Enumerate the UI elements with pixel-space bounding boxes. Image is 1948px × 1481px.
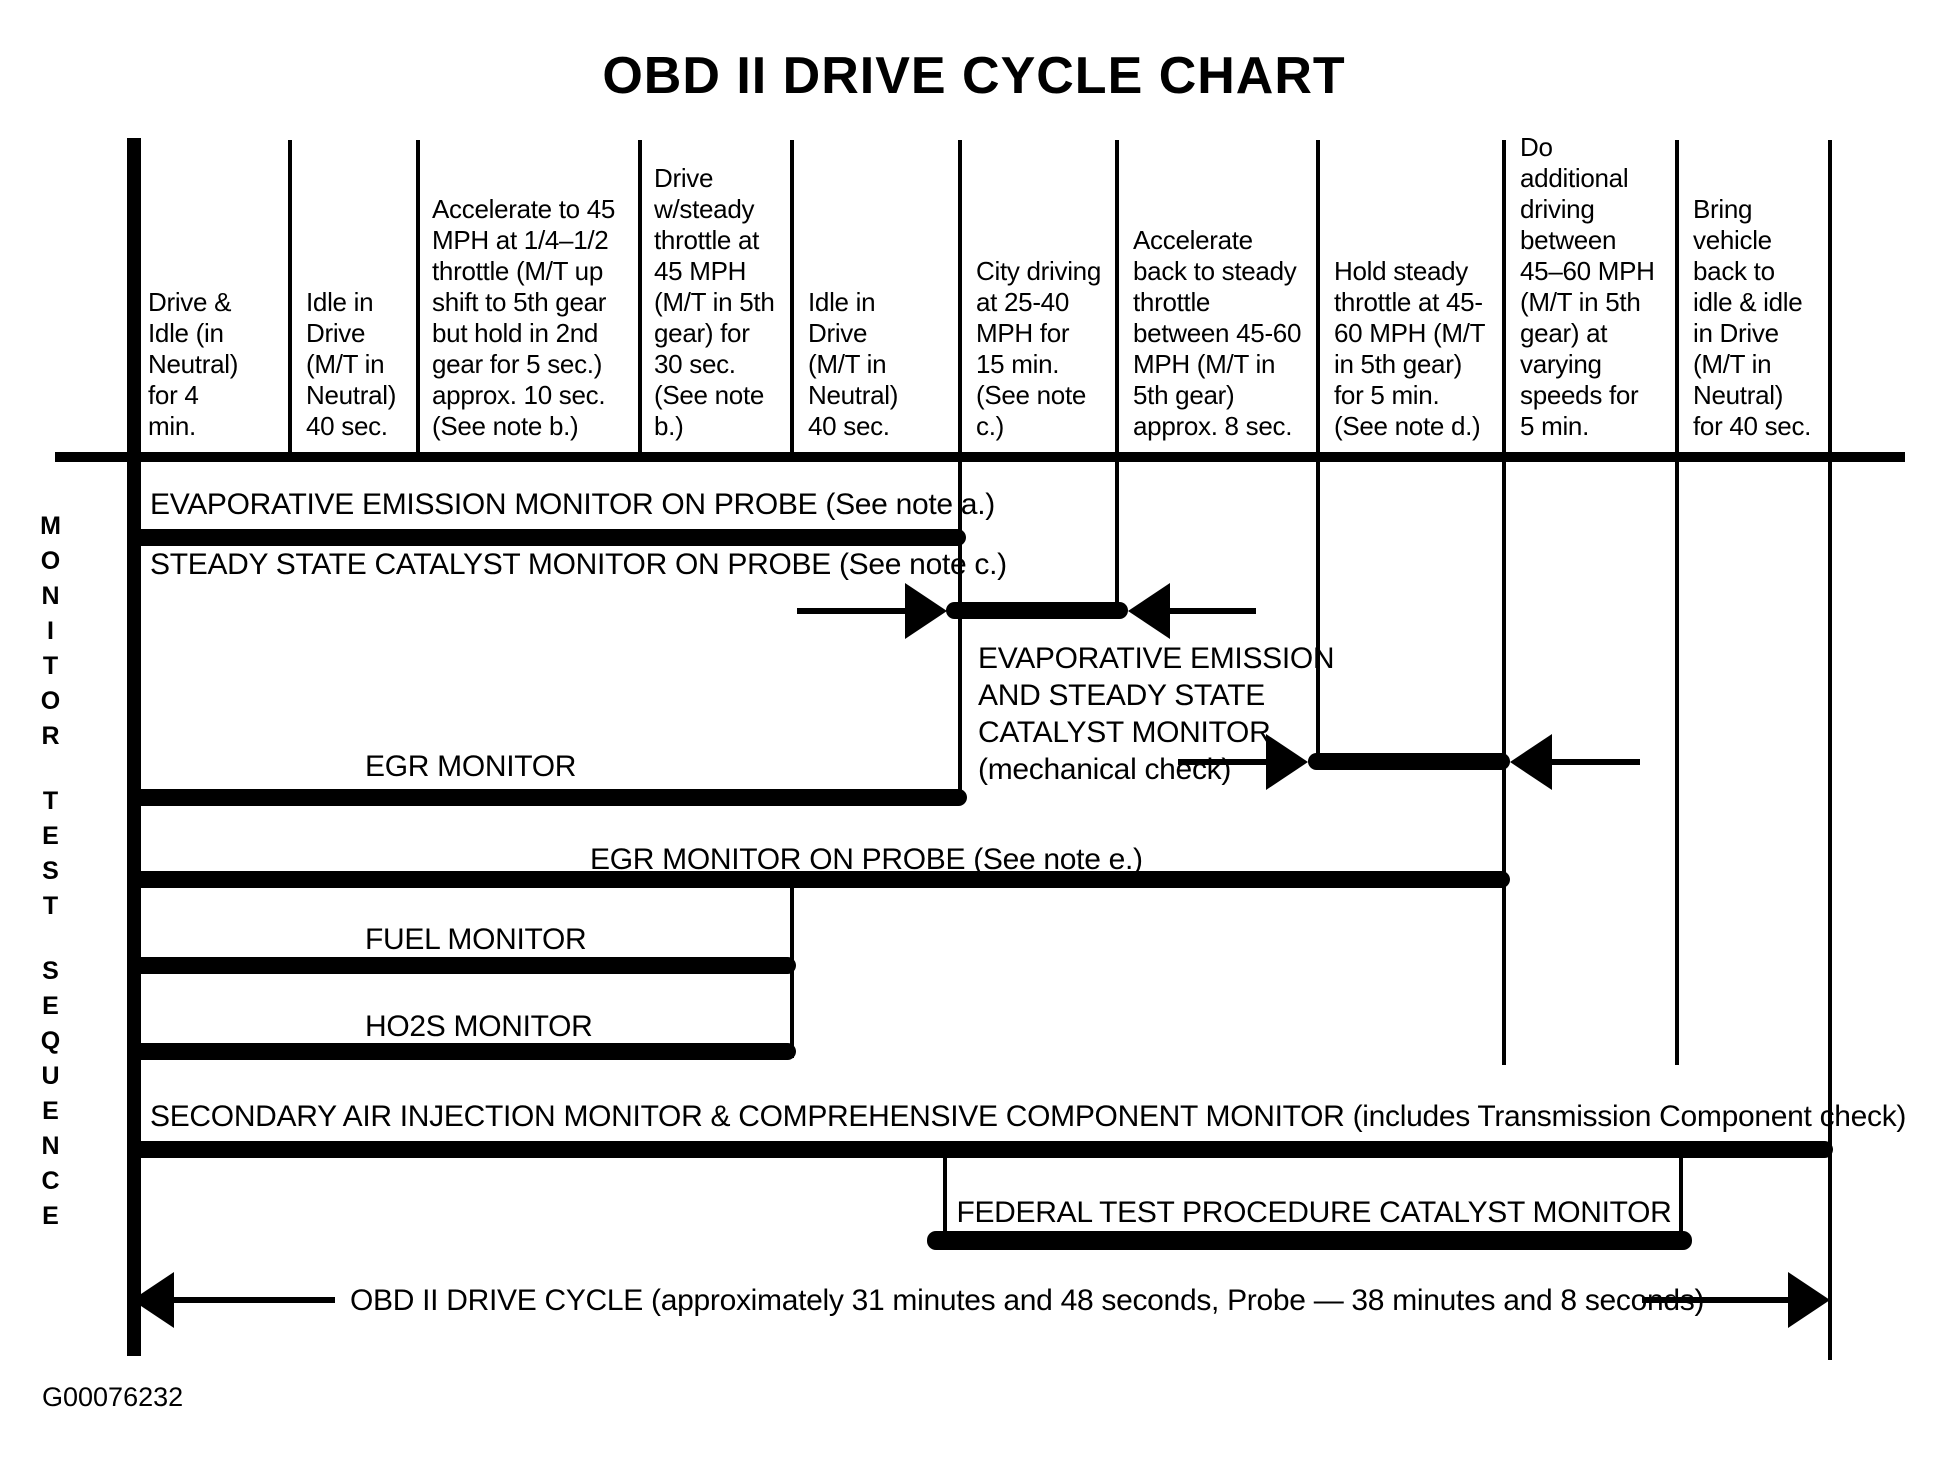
- page-title: OBD II DRIVE CYCLE CHART: [602, 47, 1346, 105]
- mech-check-caption: EVAPORATIVE EMISSION AND STEADY STATE CA…: [978, 640, 1335, 788]
- fuel-ho2s-riser: [790, 888, 794, 1058]
- arrow-shaft: [1168, 608, 1256, 614]
- header-step-6: City driving at 25-40 MPH for 15 min. (S…: [976, 256, 1101, 441]
- mech-check-bar-1: [946, 602, 1128, 619]
- ftp-catalyst-label: FEDERAL TEST PROCEDURE CATALYST MONITOR: [956, 1196, 1672, 1229]
- secondary-air-bar: [130, 1141, 1833, 1158]
- arrow-shaft: [1178, 759, 1268, 765]
- drop-line: [1115, 462, 1119, 612]
- evap-probe-label: EVAPORATIVE EMISSION MONITOR ON PROBE (S…: [150, 488, 995, 521]
- fuel-label: FUEL MONITOR: [365, 923, 587, 956]
- column-separator: [1502, 140, 1506, 452]
- arrow-right-icon: [1266, 734, 1308, 790]
- fuel-bar: [130, 957, 796, 974]
- header-step-10: Bring vehicle back to idle & idle in Dri…: [1693, 194, 1812, 441]
- side-word: SEQUENCE: [36, 957, 65, 1237]
- drop-line: [1316, 462, 1320, 756]
- arrow-left-icon: [1128, 583, 1170, 639]
- cycle-duration-label: OBD II DRIVE CYCLE (approximately 31 min…: [350, 1284, 1705, 1317]
- egr-probe-label: EGR MONITOR ON PROBE (See note e.): [590, 843, 1143, 876]
- drop-line: [1828, 462, 1832, 1360]
- evap-probe-bar: [130, 529, 966, 546]
- header-step-2: Idle in Drive (M/T in Neutral) 40 sec.: [306, 287, 397, 441]
- ho2s-label: HO2S MONITOR: [365, 1010, 593, 1043]
- header-baseline: [55, 452, 1905, 462]
- header-step-3: Accelerate to 45 MPH at 1/4–1/2 throttle…: [432, 194, 616, 441]
- mech-check-line: EVAPORATIVE EMISSION: [978, 642, 1335, 675]
- drop-line: [1675, 462, 1679, 1065]
- steady-state-probe-label: STEADY STATE CATALYST MONITOR ON PROBE (…: [150, 548, 1007, 581]
- egr-label: EGR MONITOR: [365, 750, 577, 783]
- header-step-8: Hold steady throttle at 45-60 MPH (M/T i…: [1334, 256, 1485, 441]
- header-step-4: Drive w/steady throttle at 45 MPH (M/T i…: [654, 163, 775, 441]
- side-word: TEST: [36, 787, 65, 927]
- header-step-7: Accelerate back to steady throttle betwe…: [1133, 225, 1302, 441]
- side-word: MONITOR: [36, 512, 65, 757]
- arrow-shaft: [1642, 1297, 1790, 1303]
- header-step-9: Do additional driving between 45–60 MPH …: [1520, 132, 1655, 441]
- monitor-test-sequence-label: MONITOR TEST SEQUENCE: [26, 512, 74, 1237]
- ftp-box-left: [943, 1158, 947, 1236]
- mech-check-line: AND STEADY STATE: [978, 679, 1265, 712]
- arrow-shaft: [1550, 759, 1640, 765]
- ftp-box-right: [1679, 1158, 1683, 1236]
- header-step-1: Drive & Idle (in Neutral) for 4 min.: [148, 287, 239, 441]
- arrow-shaft: [172, 1297, 335, 1303]
- column-separator: [288, 140, 292, 452]
- column-separator: [416, 140, 420, 452]
- arrow-right-icon: [1788, 1272, 1830, 1328]
- figure-code: G00076232: [42, 1382, 184, 1412]
- column-separator: [790, 140, 794, 452]
- column-separator: [1316, 140, 1320, 452]
- ftp-catalyst-bar: [927, 1231, 1692, 1250]
- mech-check-bar-2: [1308, 753, 1510, 770]
- mech-check-line: (mechanical check): [978, 753, 1232, 786]
- arrow-left-icon: [132, 1272, 174, 1328]
- drop-line: [958, 462, 962, 796]
- main-axis-line: [127, 138, 141, 1356]
- column-separator: [1828, 140, 1832, 452]
- header-step-5: Idle in Drive (M/T in Neutral) 40 sec.: [808, 287, 899, 441]
- column-separator: [1115, 140, 1119, 452]
- mech-check-line: CATALYST MONITOR: [978, 716, 1271, 749]
- arrow-shaft: [797, 608, 909, 614]
- egr-bar: [130, 789, 967, 806]
- arrow-right-icon: [905, 583, 947, 639]
- secondary-air-label: SECONDARY AIR INJECTION MONITOR & COMPRE…: [150, 1100, 1907, 1133]
- arrow-left-icon: [1510, 734, 1552, 790]
- column-separator: [638, 140, 642, 452]
- column-separator: [958, 140, 962, 452]
- egr-probe-bar: [130, 871, 1510, 888]
- ho2s-bar: [130, 1043, 796, 1060]
- column-separator: [1675, 140, 1679, 452]
